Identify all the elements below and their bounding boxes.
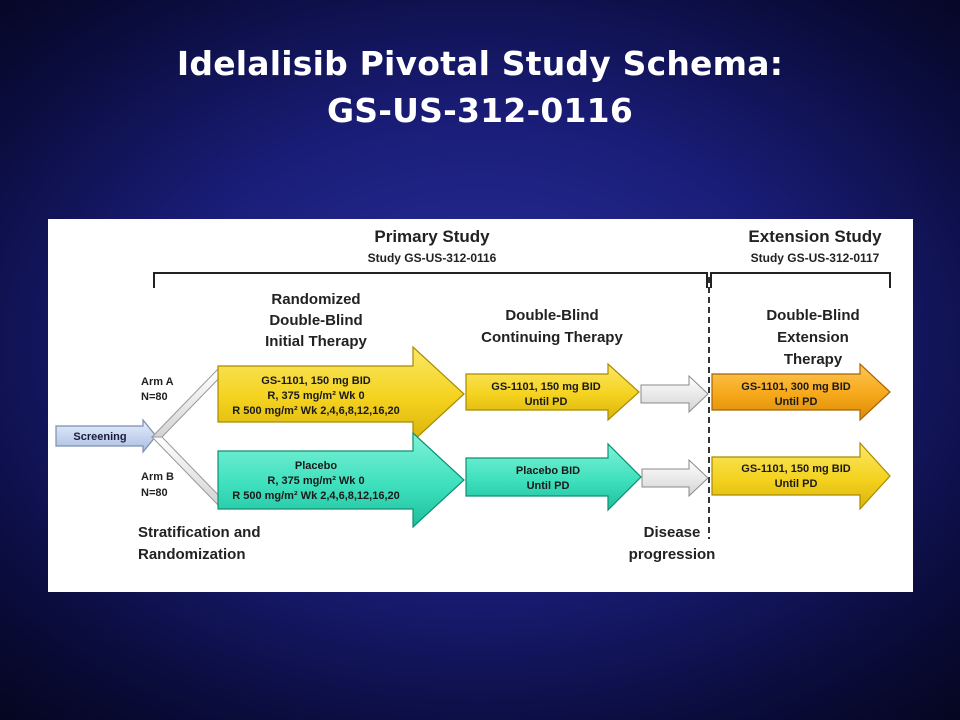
arm-b-continuing-line-1: Placebo BID (516, 465, 580, 477)
arm-b-extension-therapy-arrow: GS-1101, 150 mg BID Until PD (711, 441, 891, 511)
primary-study-id: Study GS-US-312-0116 (368, 251, 497, 265)
stratification-line-2: Randomization (138, 546, 246, 563)
arm-a-initial-line-2: R, 375 mg/m² Wk 0 (267, 390, 364, 402)
arm-a-name: Arm A (141, 376, 174, 388)
arm-a-extension-therapy-arrow: GS-1101, 300 mg BID Until PD (711, 362, 891, 422)
continuing-label-line-1: Double-Blind (505, 307, 598, 324)
arm-b-extension-line-1: GS-1101, 150 mg BID (741, 463, 850, 475)
extension-label-line-3: Therapy (784, 351, 843, 368)
primary-study-heading: Primary Study (374, 227, 490, 246)
extension-label-line-1: Double-Blind (766, 307, 859, 324)
arm-a-continuing-line-2: Until PD (525, 396, 568, 408)
disease-progression-label: Disease progression (629, 524, 716, 563)
initial-label-line-3: Initial Therapy (265, 333, 367, 350)
arm-b-connector-arrow (641, 458, 709, 498)
initial-therapy-label: Randomized Double-Blind Initial Therapy (265, 291, 367, 350)
extension-label-line-2: Extension (777, 329, 849, 346)
arm-a-continuing-therapy-arrow: GS-1101, 150 mg BID Until PD (465, 362, 640, 422)
disease-line-2: progression (629, 546, 716, 563)
arm-b-continuing-line-2: Until PD (527, 480, 570, 492)
arm-b-initial-line-2: R, 375 mg/m² Wk 0 (267, 475, 364, 487)
initial-label-line-2: Double-Blind (269, 312, 362, 329)
arm-a-initial-line-1: GS-1101, 150 mg BID (261, 375, 370, 387)
study-schema-diagram: Primary Study Study GS-US-312-0116 Exten… (48, 219, 913, 592)
arm-a-initial-therapy-arrow: GS-1101, 150 mg BID R, 375 mg/m² Wk 0 R … (217, 345, 465, 443)
initial-label-line-1: Randomized (271, 291, 360, 308)
continuing-therapy-label: Double-Blind Continuing Therapy (481, 307, 623, 346)
arm-a-extension-line-2: Until PD (775, 396, 818, 408)
randomization-fork (150, 368, 230, 506)
continuing-label-line-2: Continuing Therapy (481, 329, 623, 346)
slide-title: Idelalisib Pivotal Study Schema: GS-US-3… (0, 40, 960, 134)
arm-a-initial-line-3: R 500 mg/m² Wk 2,4,6,8,12,16,20 (232, 405, 400, 417)
stratification-label: Stratification and Randomization (138, 524, 261, 563)
extension-therapy-label: Double-Blind Extension Therapy (766, 307, 859, 368)
arm-b-continuing-therapy-arrow: Placebo BID Until PD (465, 442, 642, 512)
title-line-2: GS-US-312-0116 (326, 91, 634, 130)
arm-b-initial-therapy-arrow: Placebo R, 375 mg/m² Wk 0 R 500 mg/m² Wk… (217, 431, 465, 529)
extension-study-heading: Extension Study (748, 227, 882, 246)
arm-a-n: N=80 (141, 391, 168, 403)
extension-study-id: Study GS-US-312-0117 (751, 251, 880, 265)
extension-study-bracket (710, 272, 891, 288)
arm-a-connector-arrow (640, 374, 709, 414)
arm-b-extension-line-2: Until PD (775, 478, 818, 490)
title-line-1: Idelalisib Pivotal Study Schema: (176, 44, 784, 83)
schema-svg: Primary Study Study GS-US-312-0116 Exten… (55, 227, 891, 563)
primary-study-bracket (153, 272, 708, 288)
arm-b-n: N=80 (141, 487, 168, 499)
arm-b-label: Arm B N=80 (141, 471, 174, 499)
arm-b-initial-line-3: R 500 mg/m² Wk 2,4,6,8,12,16,20 (232, 490, 400, 502)
arm-b-initial-line-1: Placebo (295, 460, 337, 472)
screening-arrow: Screening (55, 418, 157, 454)
arm-b-name: Arm B (141, 471, 174, 483)
arm-a-label: Arm A N=80 (141, 376, 174, 403)
screening-label: Screening (73, 431, 126, 443)
arm-a-extension-line-1: GS-1101, 300 mg BID (741, 381, 850, 393)
disease-line-1: Disease (644, 524, 701, 541)
stratification-line-1: Stratification and (138, 524, 261, 541)
arm-a-continuing-line-1: GS-1101, 150 mg BID (491, 381, 600, 393)
